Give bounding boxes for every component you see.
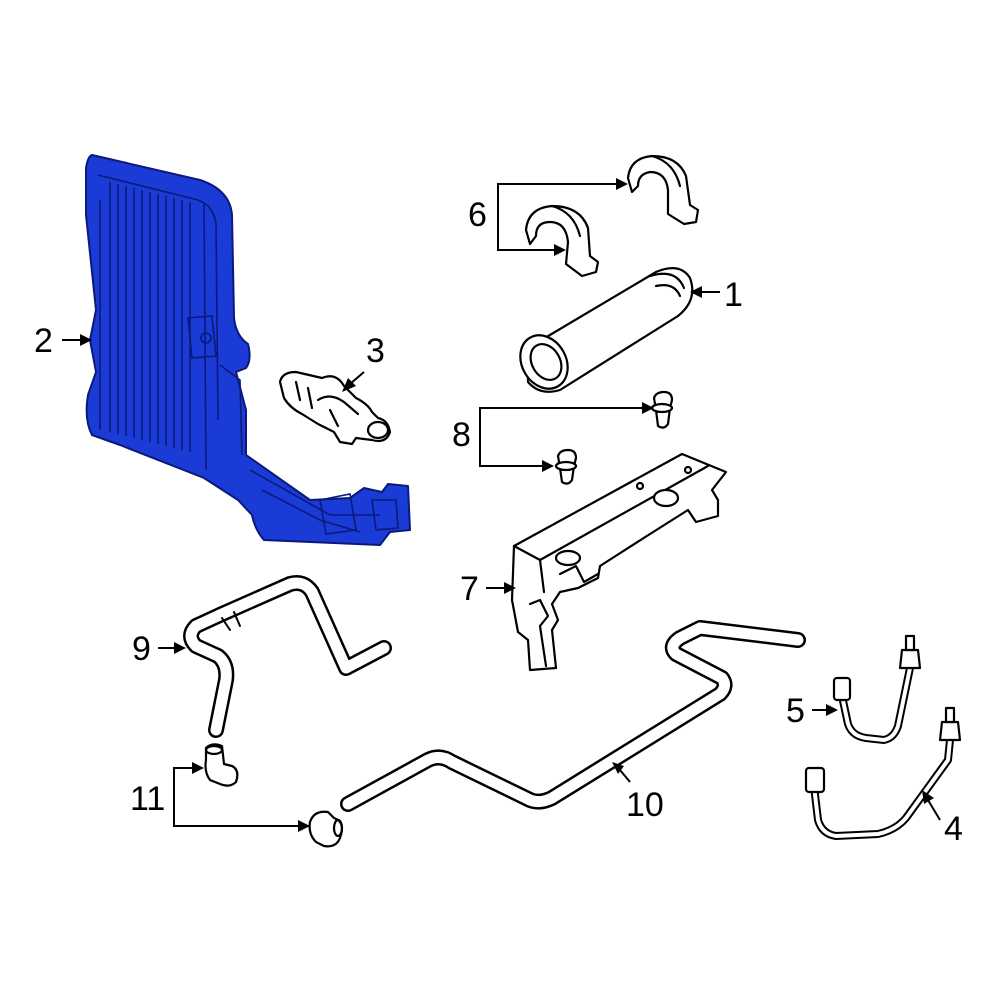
connector-fitting-icon[interactable]: [278, 370, 392, 446]
mounting-bracket-icon[interactable]: [510, 452, 728, 672]
callout-4: 4: [944, 810, 963, 848]
oil-cooler-panel-icon[interactable]: [85, 154, 411, 546]
cooler-line-long-icon[interactable]: [804, 706, 962, 840]
callout-10: 10: [626, 786, 664, 824]
callout-7: 7: [460, 570, 479, 608]
callout-3: 3: [366, 332, 385, 370]
callout-2: 2: [34, 322, 53, 360]
callout-1: 1: [724, 276, 743, 314]
callout-9: 9: [132, 630, 151, 668]
elbow-fitting-icon[interactable]: [204, 743, 344, 848]
callout-8: 8: [452, 416, 471, 454]
callout-5: 5: [786, 692, 805, 730]
cooler-line-short-icon[interactable]: [832, 634, 922, 744]
mounting-clamp-icon[interactable]: [524, 154, 700, 278]
lower-tube-icon[interactable]: [340, 620, 806, 812]
push-pin-fastener-icon[interactable]: [554, 390, 674, 485]
receiver-drier-cylinder-icon[interactable]: [511, 267, 694, 397]
upper-tube-icon[interactable]: [183, 575, 392, 738]
leader-lines: [62, 178, 941, 832]
callout-11: 11: [130, 780, 165, 818]
callout-6: 6: [468, 196, 487, 234]
callout-labels: 1 2 3 4 5 6 7 8 9 10 11: [34, 196, 963, 848]
